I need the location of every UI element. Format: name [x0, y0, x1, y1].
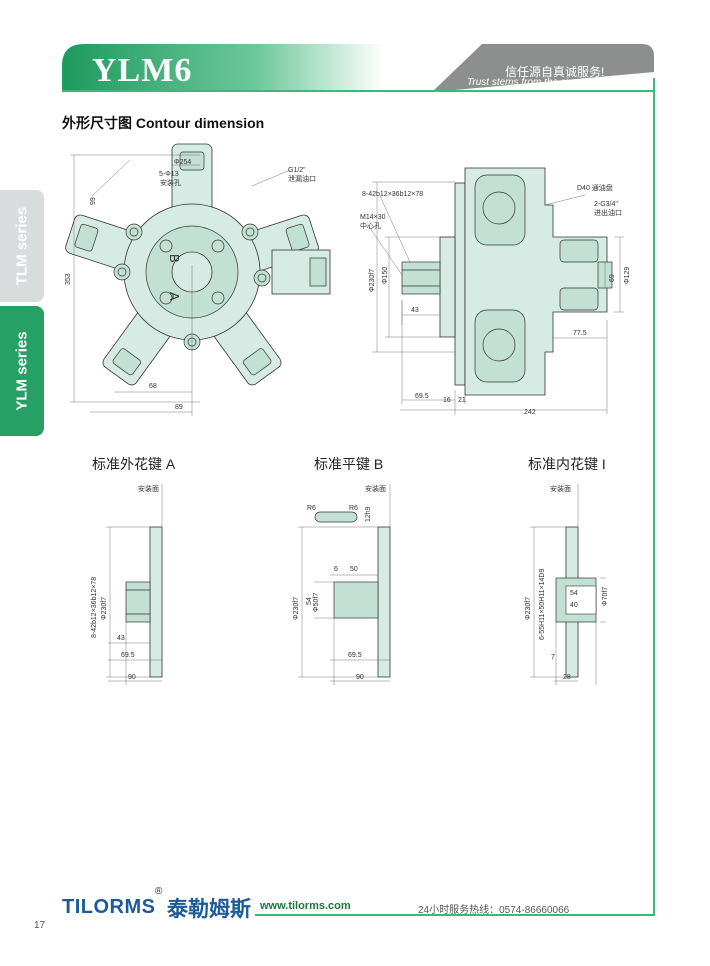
- dim-40-i: 40: [570, 602, 578, 609]
- key-view-flat-key: 安装面 R6 R6 12h9 Φ230f7 Φ50f7 54 6 50 69.5…: [293, 484, 391, 685]
- dim-89: 89: [175, 404, 183, 411]
- label-center-hole: M14×30: [360, 214, 386, 221]
- dim-28-i: 28: [563, 674, 571, 681]
- dim-pilot-b: Φ230f7: [293, 597, 300, 620]
- dim-69-5-b: 69.5: [348, 652, 362, 659]
- dim-90-b: 90: [356, 674, 364, 681]
- dim-90-a: 90: [128, 674, 136, 681]
- dim-68: 68: [149, 383, 157, 390]
- label-spline-i: 6-55H11×50H11×14D9: [539, 569, 546, 640]
- front-view: 353 99 Φ254 5-Φ13 安装孔 G1/2" 泄漏油口 B A 68 …: [65, 143, 331, 416]
- label-r6-left: R6: [307, 505, 316, 512]
- dim-dia-150: Φ150: [382, 267, 389, 284]
- dim-43-a: 43: [117, 635, 125, 642]
- label-r6-right: R6: [349, 505, 358, 512]
- label-bolt-circle: Φ254: [174, 159, 191, 166]
- side-tab-tlm-series[interactable]: TLM series: [0, 190, 44, 302]
- port-b-label: B: [167, 254, 182, 263]
- dim-shaft-b: Φ50f7: [313, 593, 320, 612]
- dim-77-5: 77.5: [573, 330, 587, 337]
- dim-43: 43: [411, 307, 419, 314]
- label-mount-face-a: 安装面: [138, 484, 159, 493]
- dim-99: 99: [90, 197, 97, 205]
- dim-69-5: 69.5: [415, 393, 429, 400]
- side-tab-ylm-series[interactable]: YLM series: [0, 306, 44, 436]
- key-view-internal-spline: 安装面 Φ230f7 6-55H11×50H11×14D9 Φ70f7 54 4…: [525, 484, 609, 685]
- website-link[interactable]: www.tilorms.com: [260, 900, 351, 912]
- label-key-width: 12h9: [365, 506, 372, 522]
- page-border-right: [653, 78, 655, 916]
- dim-242: 242: [524, 409, 536, 416]
- dim-21: 21: [458, 397, 466, 404]
- label-mount-face-i: 安装面: [550, 484, 571, 493]
- label-mount-holes-cn: 安装孔: [160, 178, 181, 187]
- page-number: 17: [34, 920, 46, 931]
- dim-54-b: 54: [306, 597, 313, 605]
- label-drain-port-cn: 泄漏油口: [288, 174, 316, 183]
- label-mount-holes: 5-Φ13: [159, 171, 179, 178]
- label-spline-side: 8-42b12×36b12×78: [362, 191, 423, 198]
- dim-bore-i: Φ70f7: [602, 587, 609, 606]
- tagline-chinese: 信任源自真诚服务!: [505, 65, 605, 79]
- dim-16: 16: [443, 397, 451, 404]
- dim-pilot-a: Φ230f7: [101, 597, 108, 620]
- label-oil-port-cn: 进出油口: [594, 208, 622, 217]
- registered-mark: ®: [155, 886, 163, 897]
- label-spline-a: 8-42b12×36b12×78: [91, 577, 98, 638]
- label-oil-port-size: 2-G3/4": [594, 201, 618, 208]
- key-title-flat-key: 标准平键 B: [314, 456, 384, 472]
- dim-dia-129: Φ129: [624, 267, 631, 284]
- dim-pilot-i: Φ230f7: [525, 597, 532, 620]
- footer-logo: TILORMS: [62, 896, 156, 918]
- dim-7-i: 7: [551, 654, 555, 661]
- dim-50-b: 50: [350, 566, 358, 573]
- dim-height-353: 353: [65, 273, 72, 285]
- dim-pilot-230: Φ230f7: [369, 269, 376, 292]
- label-center-hole-cn: 中心孔: [360, 221, 381, 230]
- dim-54-i: 54: [570, 590, 578, 597]
- header-banner: [62, 44, 654, 92]
- page-title: YLM6: [92, 52, 193, 89]
- side-view: 8-42b12×36b12×78 M14×30 中心孔 D40 通油盘 2-G3…: [360, 167, 631, 416]
- key-view-external-spline: 安装面 Φ230f7 8-42b12×36b12×78 43 69.5 90: [91, 484, 163, 685]
- label-drain-port: G1/2": [288, 167, 306, 174]
- dim-69-5-a: 69.5: [121, 652, 135, 659]
- footer-logo-chinese: 泰勒姆斯: [167, 898, 251, 921]
- label-mount-face-b: 安装面: [365, 484, 386, 493]
- key-title-external-spline: 标准外花键 A: [92, 456, 176, 472]
- service-hotline: 24小时服务热线：0574-86660066: [418, 905, 570, 916]
- tagline-english: Trust stems from the sincere service!: [467, 77, 631, 88]
- dim-69: 69: [609, 274, 616, 282]
- label-oil-distributor: D40 通油盘: [577, 183, 613, 192]
- dim-6-b: 6: [334, 566, 338, 573]
- page-border-bottom: [255, 914, 655, 916]
- section-title: 外形尺寸图 Contour dimension: [62, 115, 265, 131]
- key-title-internal-spline: 标准内花键 I: [528, 456, 606, 472]
- port-a-label: A: [167, 292, 182, 301]
